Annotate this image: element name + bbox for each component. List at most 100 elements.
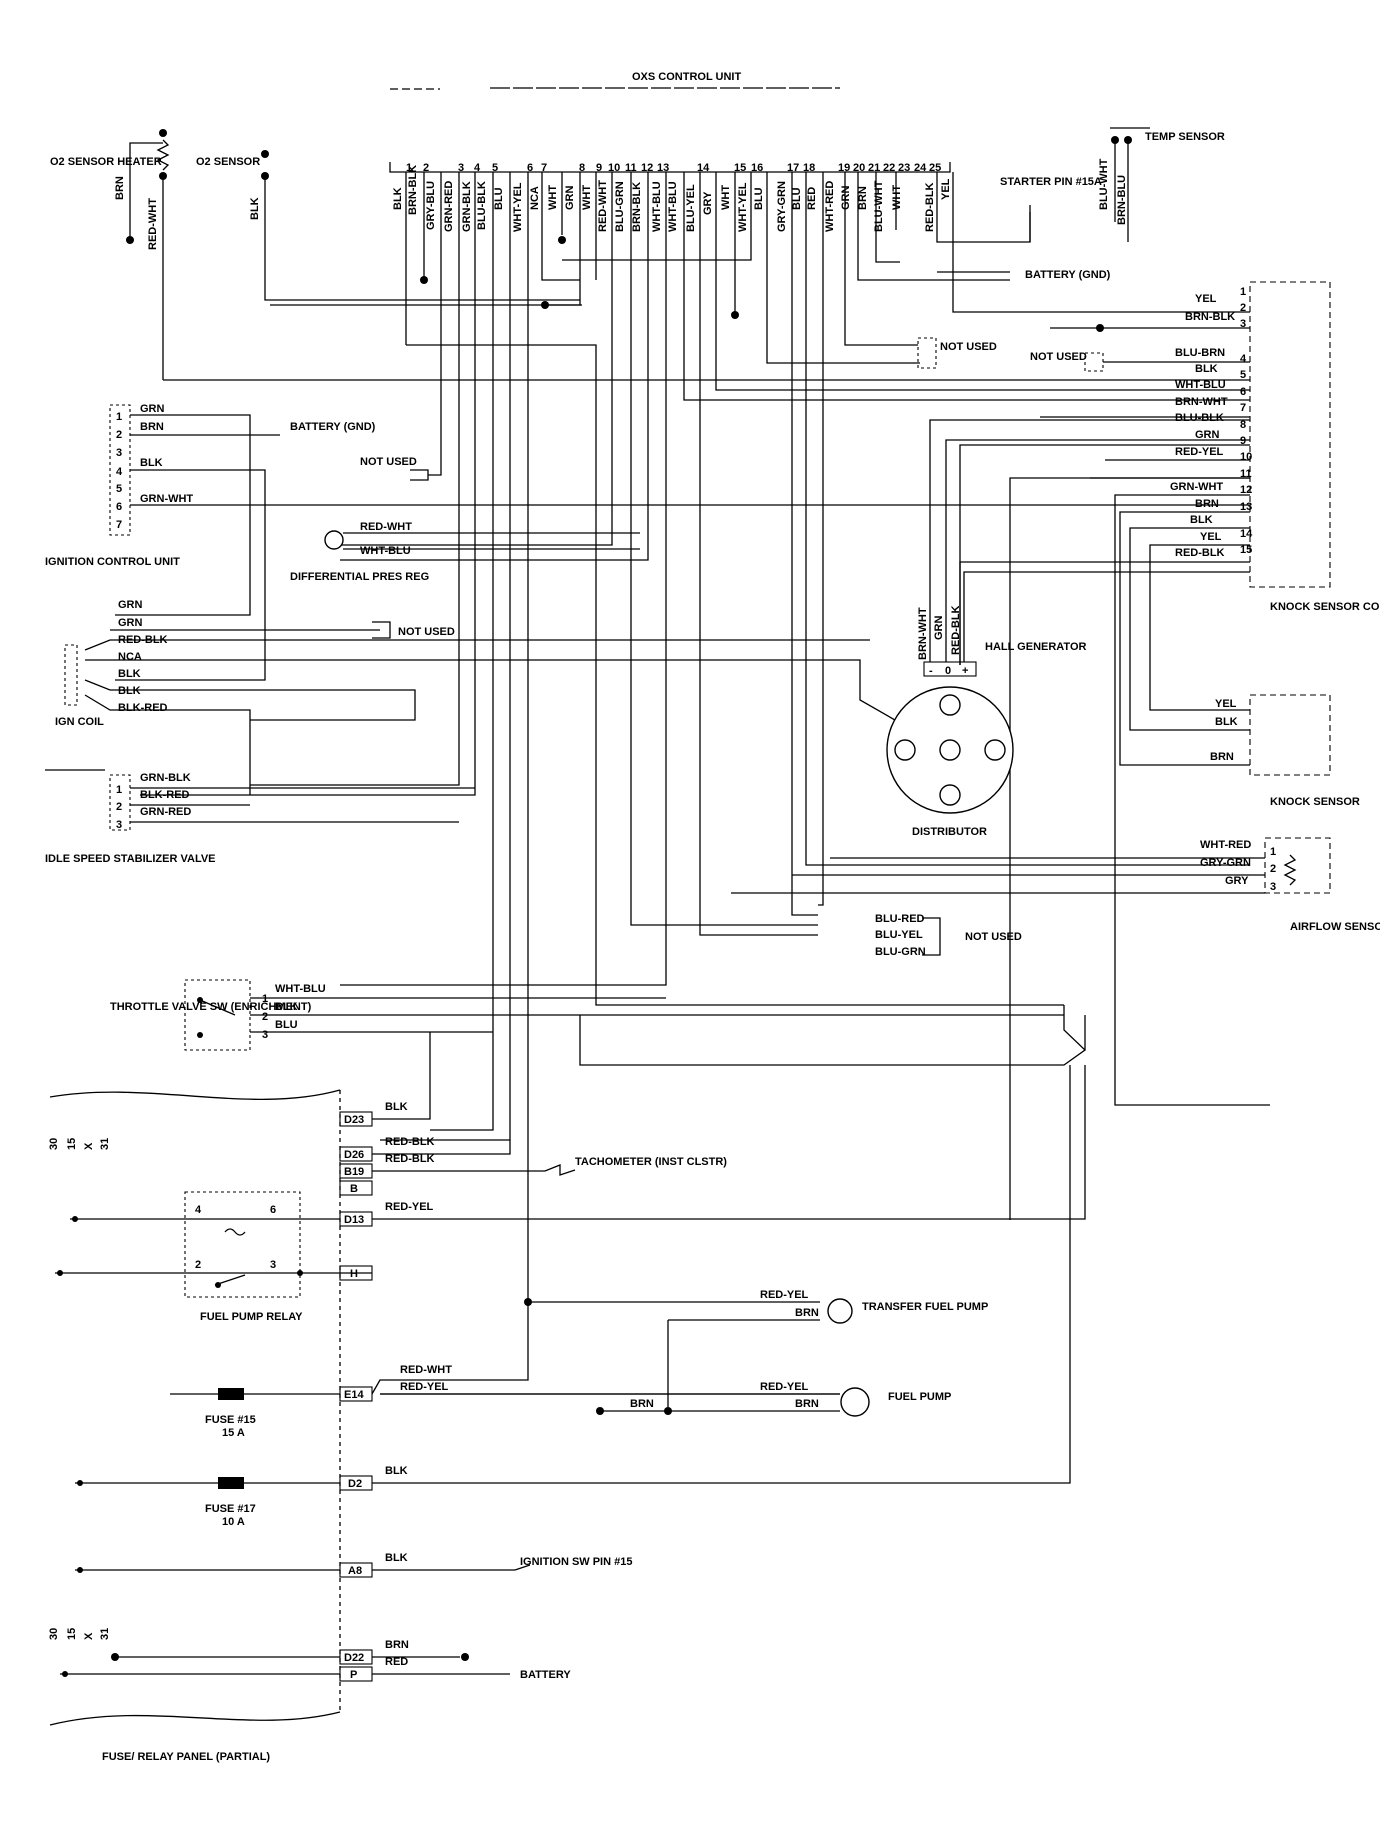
svg-text:WHT-RED: WHT-RED [1200,839,1251,851]
svg-text:X: X [83,1142,95,1150]
svg-text:TRANSFER FUEL PUMP: TRANSFER FUEL PUMP [862,1301,988,1313]
svg-text:BLK: BLK [275,1001,298,1013]
svg-text:NOT USED: NOT USED [940,341,997,353]
svg-text:18: 18 [803,162,815,174]
knock-sensor: YEL BLK BRN KNOCK SENSOR [1210,694,1360,808]
svg-text:BATTERY (GND): BATTERY (GND) [1025,269,1111,281]
svg-text:BLU-YEL: BLU-YEL [685,184,697,232]
svg-text:BLU: BLU [493,187,505,210]
svg-text:3: 3 [270,1259,276,1271]
svg-text:FUSE #17: FUSE #17 [205,1503,256,1515]
svg-text:X: X [83,1632,95,1640]
svg-text:BRN-BLK: BRN-BLK [407,165,419,215]
svg-text:15 A: 15 A [222,1427,245,1439]
svg-text:4: 4 [116,466,123,478]
svg-text:BLU-RED: BLU-RED [875,913,925,925]
svg-text:GRY-BLU: GRY-BLU [425,181,437,230]
svg-text:14: 14 [697,162,710,174]
svg-text:RED-WHT: RED-WHT [147,198,159,250]
svg-text:RED-BLK: RED-BLK [1175,547,1225,559]
svg-text:2: 2 [423,162,429,174]
svg-text:BRN: BRN [1210,751,1234,763]
svg-text:31: 31 [99,1628,111,1640]
svg-text:11: 11 [1240,468,1252,480]
not-used-coil: NOT USED [372,621,455,639]
svg-text:BRN: BRN [857,186,869,210]
svg-text:1: 1 [262,993,268,1005]
svg-text:NCA: NCA [529,186,541,210]
o2-sensor-heater: O2 SENSOR HEATER BRN RED-WHT [50,129,1250,381]
svg-text:DIFFERENTIAL PRES REG: DIFFERENTIAL PRES REG [290,571,429,583]
svg-text:3: 3 [1270,881,1276,893]
svg-text:6: 6 [270,1204,276,1216]
svg-text:P: P [350,1669,357,1681]
svg-text:13: 13 [1240,501,1252,513]
svg-text:BLU: BLU [791,187,803,210]
svg-text:RED-WHT: RED-WHT [400,1364,452,1376]
svg-text:O2 SENSOR HEATER: O2 SENSOR HEATER [50,156,162,168]
svg-text:BLU-WHT: BLU-WHT [1098,158,1110,210]
svg-text:1: 1 [1240,286,1246,298]
svg-text:WHT-BLU: WHT-BLU [360,545,411,557]
svg-text:WHT: WHT [891,185,903,210]
svg-text:1: 1 [1270,846,1276,858]
svg-text:B19: B19 [344,1166,364,1178]
transfer-fuel-pump: RED-YEL BRN TRANSFER FUEL PUMP [524,1289,988,1407]
svg-text:BRN: BRN [795,1398,819,1410]
svg-text:BLU-YEL: BLU-YEL [875,929,923,941]
svg-text:BRN: BRN [1195,498,1219,510]
svg-text:AIRFLOW SENSOR: AIRFLOW SENSOR [1290,921,1380,933]
svg-text:22: 22 [883,162,895,174]
svg-text:GRN-WHT: GRN-WHT [140,493,193,505]
svg-text:15: 15 [66,1628,78,1640]
svg-text:2: 2 [116,429,122,441]
svg-text:BLU-BLK: BLU-BLK [476,181,488,230]
svg-text:11: 11 [625,162,637,174]
svg-text:D2: D2 [348,1478,362,1490]
svg-text:O2 SENSOR: O2 SENSOR [196,156,260,168]
svg-text:YEL: YEL [1200,531,1222,543]
svg-text:GRN: GRN [933,616,945,641]
svg-text:1: 1 [116,784,122,796]
svg-text:0: 0 [945,665,951,677]
svg-text:BLU-BRN: BLU-BRN [1175,347,1225,359]
ground-node [579,1005,1087,1066]
svg-text:WHT-YEL: WHT-YEL [512,182,524,232]
svg-text:4: 4 [195,1204,202,1216]
svg-text:RED-WHT: RED-WHT [597,180,609,232]
svg-text:6: 6 [1240,386,1246,398]
svg-text:5: 5 [1240,369,1246,381]
svg-text:THROTTLE VALVE SW (ENRICHMENT): THROTTLE VALVE SW (ENRICHMENT) [110,1001,312,1013]
svg-text:15: 15 [1240,544,1252,556]
svg-text:FUSE/ RELAY PANEL (PARTIAL): FUSE/ RELAY PANEL (PARTIAL) [102,1751,270,1763]
svg-text:19: 19 [838,162,850,174]
svg-text:GRN-BLK: GRN-BLK [140,772,191,784]
svg-text:GRN: GRN [840,186,852,211]
svg-text:BLK: BLK [118,668,141,680]
svg-text:NOT USED: NOT USED [398,626,455,638]
svg-text:GRN: GRN [140,403,165,415]
svg-text:HALL GENERATOR: HALL GENERATOR [985,641,1087,653]
ecu-pin-numbers: 1 2 3 4 5 6 7 8 9 10 11 12 13 14 15 16 1… [406,162,941,174]
svg-text:BRN: BRN [795,1307,819,1319]
svg-text:1: 1 [116,411,122,423]
svg-text:GRN-WHT: GRN-WHT [1170,481,1223,493]
svg-text:BLK: BLK [1195,363,1218,375]
svg-text:BLK: BLK [118,685,141,697]
svg-text:RED-YEL: RED-YEL [760,1381,809,1393]
svg-text:BRN: BRN [114,176,126,200]
svg-text:GRY-GRN: GRY-GRN [776,181,788,232]
svg-text:14: 14 [1240,528,1253,540]
svg-text:4: 4 [474,162,481,174]
svg-text:BLU-GRN: BLU-GRN [614,181,626,232]
airflow-not-used: BLU-RED BLU-YEL BLU-GRN NOT USED [875,913,1022,958]
svg-text:GRN-RED: GRN-RED [443,181,455,232]
svg-text:FUEL PUMP: FUEL PUMP [888,1391,951,1403]
svg-text:RED: RED [385,1656,408,1668]
svg-text:IGNITION CONTROL UNIT: IGNITION CONTROL UNIT [45,556,180,568]
fuel-pump-relay: 4 6 2 3 FUEL PUMP RELAY [184,1191,303,1323]
idle-speed-stabilizer-valve: 1 2 3 GRN-BLK BLK-RED GRN-RED IDLE SPEED… [45,769,475,865]
svg-text:GRN: GRN [1195,429,1220,441]
svg-text:20: 20 [853,162,865,174]
ign-coil: GRN GRN RED-BLK NCA BLK BLK BLK-RED IGN … [55,599,931,795]
